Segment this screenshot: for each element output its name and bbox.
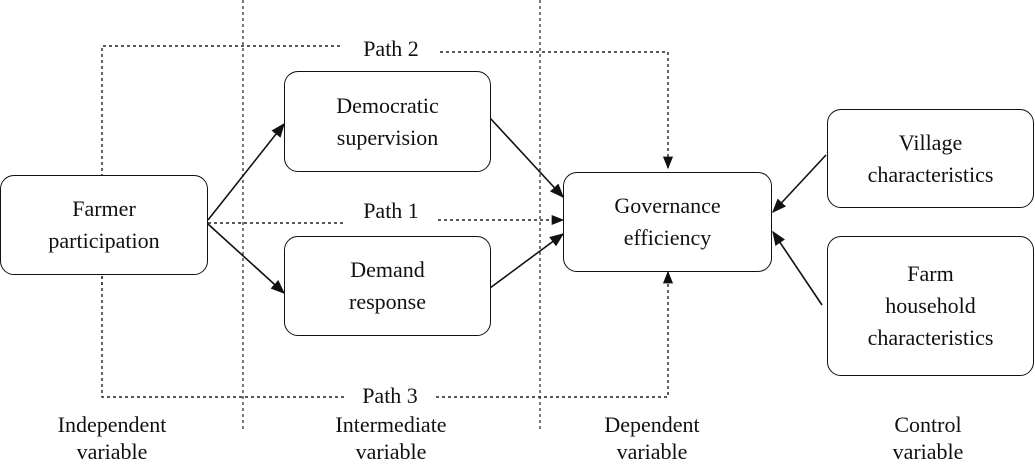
category-control-variable: Control variable bbox=[892, 412, 964, 464]
node-line: Farmer bbox=[72, 196, 136, 221]
path2-line-right bbox=[440, 51, 674, 170]
node-line: Village bbox=[898, 129, 963, 155]
arrow-household-to-governance bbox=[772, 230, 823, 306]
node-governance-efficiency: Governance efficiency bbox=[563, 172, 772, 272]
node-line: household bbox=[885, 293, 976, 318]
category-intermediate-variable: Intermediate variable bbox=[335, 412, 447, 464]
path3-label: Path 3 bbox=[346, 383, 434, 409]
arrow-demand-to-governance bbox=[489, 233, 565, 289]
node-line: Democratic bbox=[336, 92, 439, 118]
node-democratic-supervision: Democratic supervision bbox=[284, 71, 491, 172]
node-line: characteristics bbox=[867, 325, 994, 350]
node-line: participation bbox=[48, 228, 160, 253]
category-independent-variable: Independent variable bbox=[57, 412, 167, 464]
node-farmer-participation: Farmer participation bbox=[0, 175, 208, 275]
node-line: response bbox=[349, 289, 426, 314]
arrow-farmer-to-demand bbox=[207, 223, 286, 294]
category-dependent-variable: Dependent variable bbox=[604, 412, 700, 464]
arrow-democratic-to-governance bbox=[489, 117, 564, 199]
node-line: supervision bbox=[336, 124, 439, 150]
node-line: Governance bbox=[614, 193, 721, 218]
arrow-farmer-to-democratic bbox=[207, 122, 285, 221]
path2-label: Path 2 bbox=[344, 36, 438, 62]
node-line: efficiency bbox=[623, 225, 712, 250]
node-demand-response: Demand response bbox=[284, 236, 491, 336]
node-line: characteristics bbox=[867, 161, 994, 187]
path1-label: Path 1 bbox=[345, 198, 437, 224]
node-village-characteristics: Village characteristics bbox=[827, 109, 1034, 208]
node-farm-household-characteristics: Farm household characteristics bbox=[827, 236, 1034, 376]
arrow-village-to-governance bbox=[772, 154, 827, 214]
path3-line-left bbox=[101, 270, 345, 398]
node-line: Farm bbox=[907, 261, 954, 286]
node-line: Demand bbox=[350, 257, 425, 282]
